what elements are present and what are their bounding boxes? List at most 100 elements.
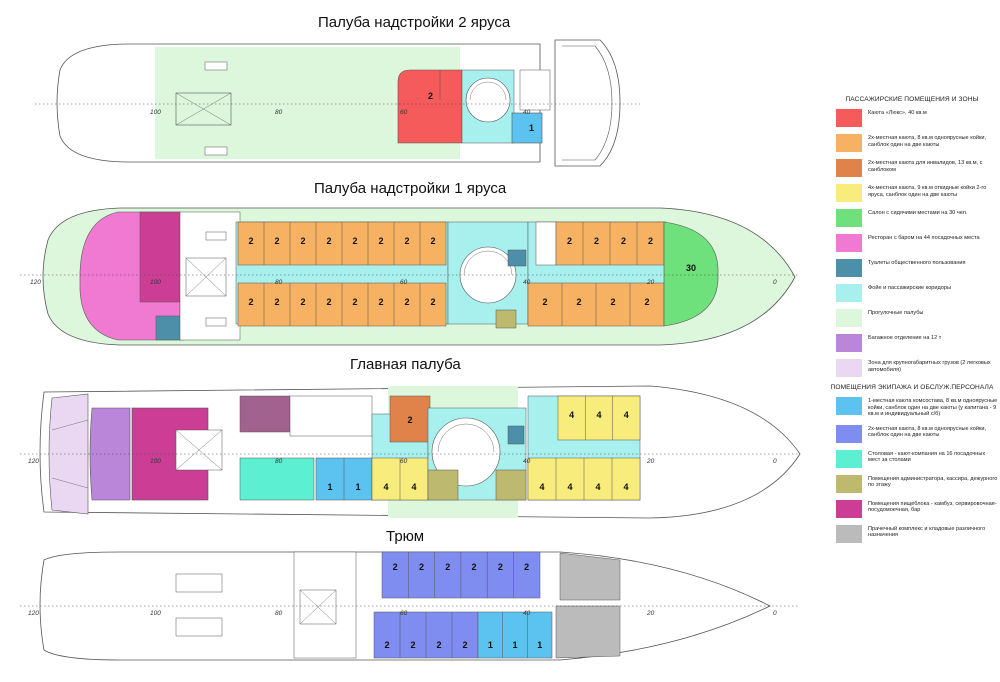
upper1-salon-number: 30 [686, 263, 696, 273]
upper1-bow-cabin-number: 2 [594, 236, 599, 246]
upper1-bow-cabin-number: 2 [621, 236, 626, 246]
legend-crew-swatch [836, 524, 862, 543]
deck-title-upper1: Палуба надстройки 1 яруса [314, 180, 507, 197]
hold-crew2-number: 2 [419, 562, 424, 572]
hold-frame-20: 20 [646, 610, 655, 617]
upper1-wc-aft [155, 315, 185, 341]
upper2-frame-40: 40 [523, 109, 531, 116]
hold-crew1-number: 1 [537, 640, 542, 650]
upper1-wc-fwd [507, 249, 527, 267]
main-stair [431, 417, 501, 487]
legend-passenger-item: Зона для крупногабаритных грузов (2 легк… [826, 359, 998, 377]
main-frame-100: 100 [150, 458, 161, 465]
hold-crew2-number: 2 [472, 562, 477, 572]
upper1-cabin-number: 2 [300, 297, 305, 307]
main-quad-number: 4 [567, 482, 572, 492]
deck-title-main: Главная палуба [350, 356, 461, 373]
upper2-frame-100: 100 [150, 109, 161, 116]
upper1-cabin-number: 2 [274, 236, 279, 246]
upper1-cabin-number: 2 [404, 297, 409, 307]
legend-crew-label: Столовая - кают-компания на 16 посадочны… [868, 450, 986, 464]
upper1-cabin-number: 2 [300, 236, 305, 246]
legend-passenger-label: Прогулочные палубы [868, 310, 924, 316]
upper1-bow-cabin-number: 2 [576, 297, 581, 307]
legend-passenger-item: Ресторан с баром на 44 посадочных места [826, 234, 998, 252]
main-frame-40: 40 [523, 458, 531, 465]
main-quad-number: 4 [539, 482, 544, 492]
legend-crew-swatch [836, 499, 862, 518]
legend-crew-item: Помещения пищеблока - камбуз, сервировоч… [826, 499, 998, 518]
legend-crew-swatch [836, 474, 862, 493]
main-invalid-cabin [389, 395, 431, 443]
legend-passenger-swatch [836, 284, 862, 302]
hold-laundry-top [559, 552, 621, 601]
legend-passenger-label: 2х-местная каюта, 8 кв.м одноярусные кой… [868, 135, 987, 148]
legend-crew-item: Столовая - кают-компания на 16 посадочны… [826, 449, 998, 468]
legend-crew-swatch [836, 424, 862, 443]
upper1-frame-40: 40 [523, 279, 531, 286]
upper1-frame-20: 20 [646, 279, 655, 286]
upper1-frame-0: 0 [773, 279, 777, 286]
hold-crew2-number: 2 [524, 562, 529, 572]
upper1-bow-cabin-number: 2 [542, 297, 547, 307]
main-admin-1 [427, 469, 459, 501]
legend-crew-item: 2х-местная каюта, 8 кв.м одноярусные кой… [826, 424, 998, 443]
main-quad-number: 4 [383, 482, 388, 492]
upper1-cabin-number: 2 [274, 297, 279, 307]
main-wc [507, 425, 525, 445]
hold-crew1-bottom [477, 611, 553, 659]
hold-frame-100: 100 [150, 610, 161, 617]
legend-passenger-label: 4х-местная каюта, 9 кв.м откидные койки … [868, 185, 987, 198]
hold-crew2-number: 2 [445, 562, 450, 572]
legend-passenger-swatch [836, 209, 862, 227]
legend-crew-label: Прачечный комплекс и кладовые различного… [868, 525, 986, 539]
legend-passenger-swatch [836, 234, 862, 252]
main-canteen [239, 457, 315, 501]
upper1-cabin-number: 2 [248, 236, 253, 246]
legend-crew-list: 1-местная каюта комсостава, 8 кв.м одноя… [826, 397, 998, 543]
hold-crew2-number: 2 [462, 640, 467, 650]
upper1-cabin-number: 2 [404, 236, 409, 246]
legend-passenger-label: Каюта «Люкс», 40 кв.м [868, 110, 927, 116]
hold-crew2-number: 2 [410, 640, 415, 650]
hold-crew2-number: 2 [384, 640, 389, 650]
upper1-bow-cabin-number: 2 [648, 236, 653, 246]
legend-passenger-label: Туалеты общественного пользования [868, 260, 966, 266]
main-quad-number: 4 [624, 410, 629, 420]
legend-passenger-item: Багажное отделение на 12 т [826, 334, 998, 352]
legend-passenger-label: Зона для крупногабаритных грузов (2 легк… [868, 360, 991, 373]
legend-passenger-swatch [836, 259, 862, 277]
upper1-cabin-number: 2 [352, 297, 357, 307]
legend-passenger-label: Салон с сидячими местами на 30 чел. [868, 210, 968, 216]
upper1-bar [139, 211, 181, 303]
main-quad-number: 4 [411, 482, 416, 492]
legend-crew-label: Помещения пищеблока - камбуз, сервировоч… [868, 500, 997, 514]
legend-crew-label: 1-местная каюта комсостава, 8 кв.м одноя… [868, 398, 998, 418]
upper1-admin [495, 309, 517, 329]
legend-crew-header: ПОМЕЩЕНИЯ ЭКИПАЖА И ОБСЛУЖ.ПЕРСОНАЛА [830, 384, 994, 391]
hold-laundry-bottom [555, 605, 621, 659]
upper1-cabin-number: 2 [326, 236, 331, 246]
upper1-salon [663, 221, 719, 327]
upper2-crew-number: 1 [529, 123, 534, 133]
main-frame-60: 60 [400, 458, 408, 465]
main-admin-2 [495, 469, 527, 501]
legend-passenger-swatch [836, 184, 862, 202]
legend-crew-item: Помещения администратора, кассира, дежур… [826, 474, 998, 493]
hold-crew1-number: 1 [488, 640, 493, 650]
legend-passenger-label: 2х-местная каюта для инвалидов, 13 кв.м,… [868, 160, 983, 173]
main-quad-number: 4 [623, 482, 628, 492]
deck-upper2: 2 1 100 80 60 40 [35, 39, 640, 167]
upper1-cabin-number: 2 [430, 297, 435, 307]
upper1-bow-cabin-number: 2 [644, 297, 649, 307]
deck-title-upper2: Палуба надстройки 2 яруса [318, 14, 511, 31]
hold-crew1-number: 1 [513, 640, 518, 650]
upper2-frame-60: 60 [400, 109, 408, 116]
hold-frame-40: 40 [523, 610, 531, 617]
upper2-frame-80: 80 [275, 109, 283, 116]
upper1-cabin-number: 2 [352, 236, 357, 246]
legend-passenger-item: Туалеты общественного пользования [826, 259, 998, 277]
